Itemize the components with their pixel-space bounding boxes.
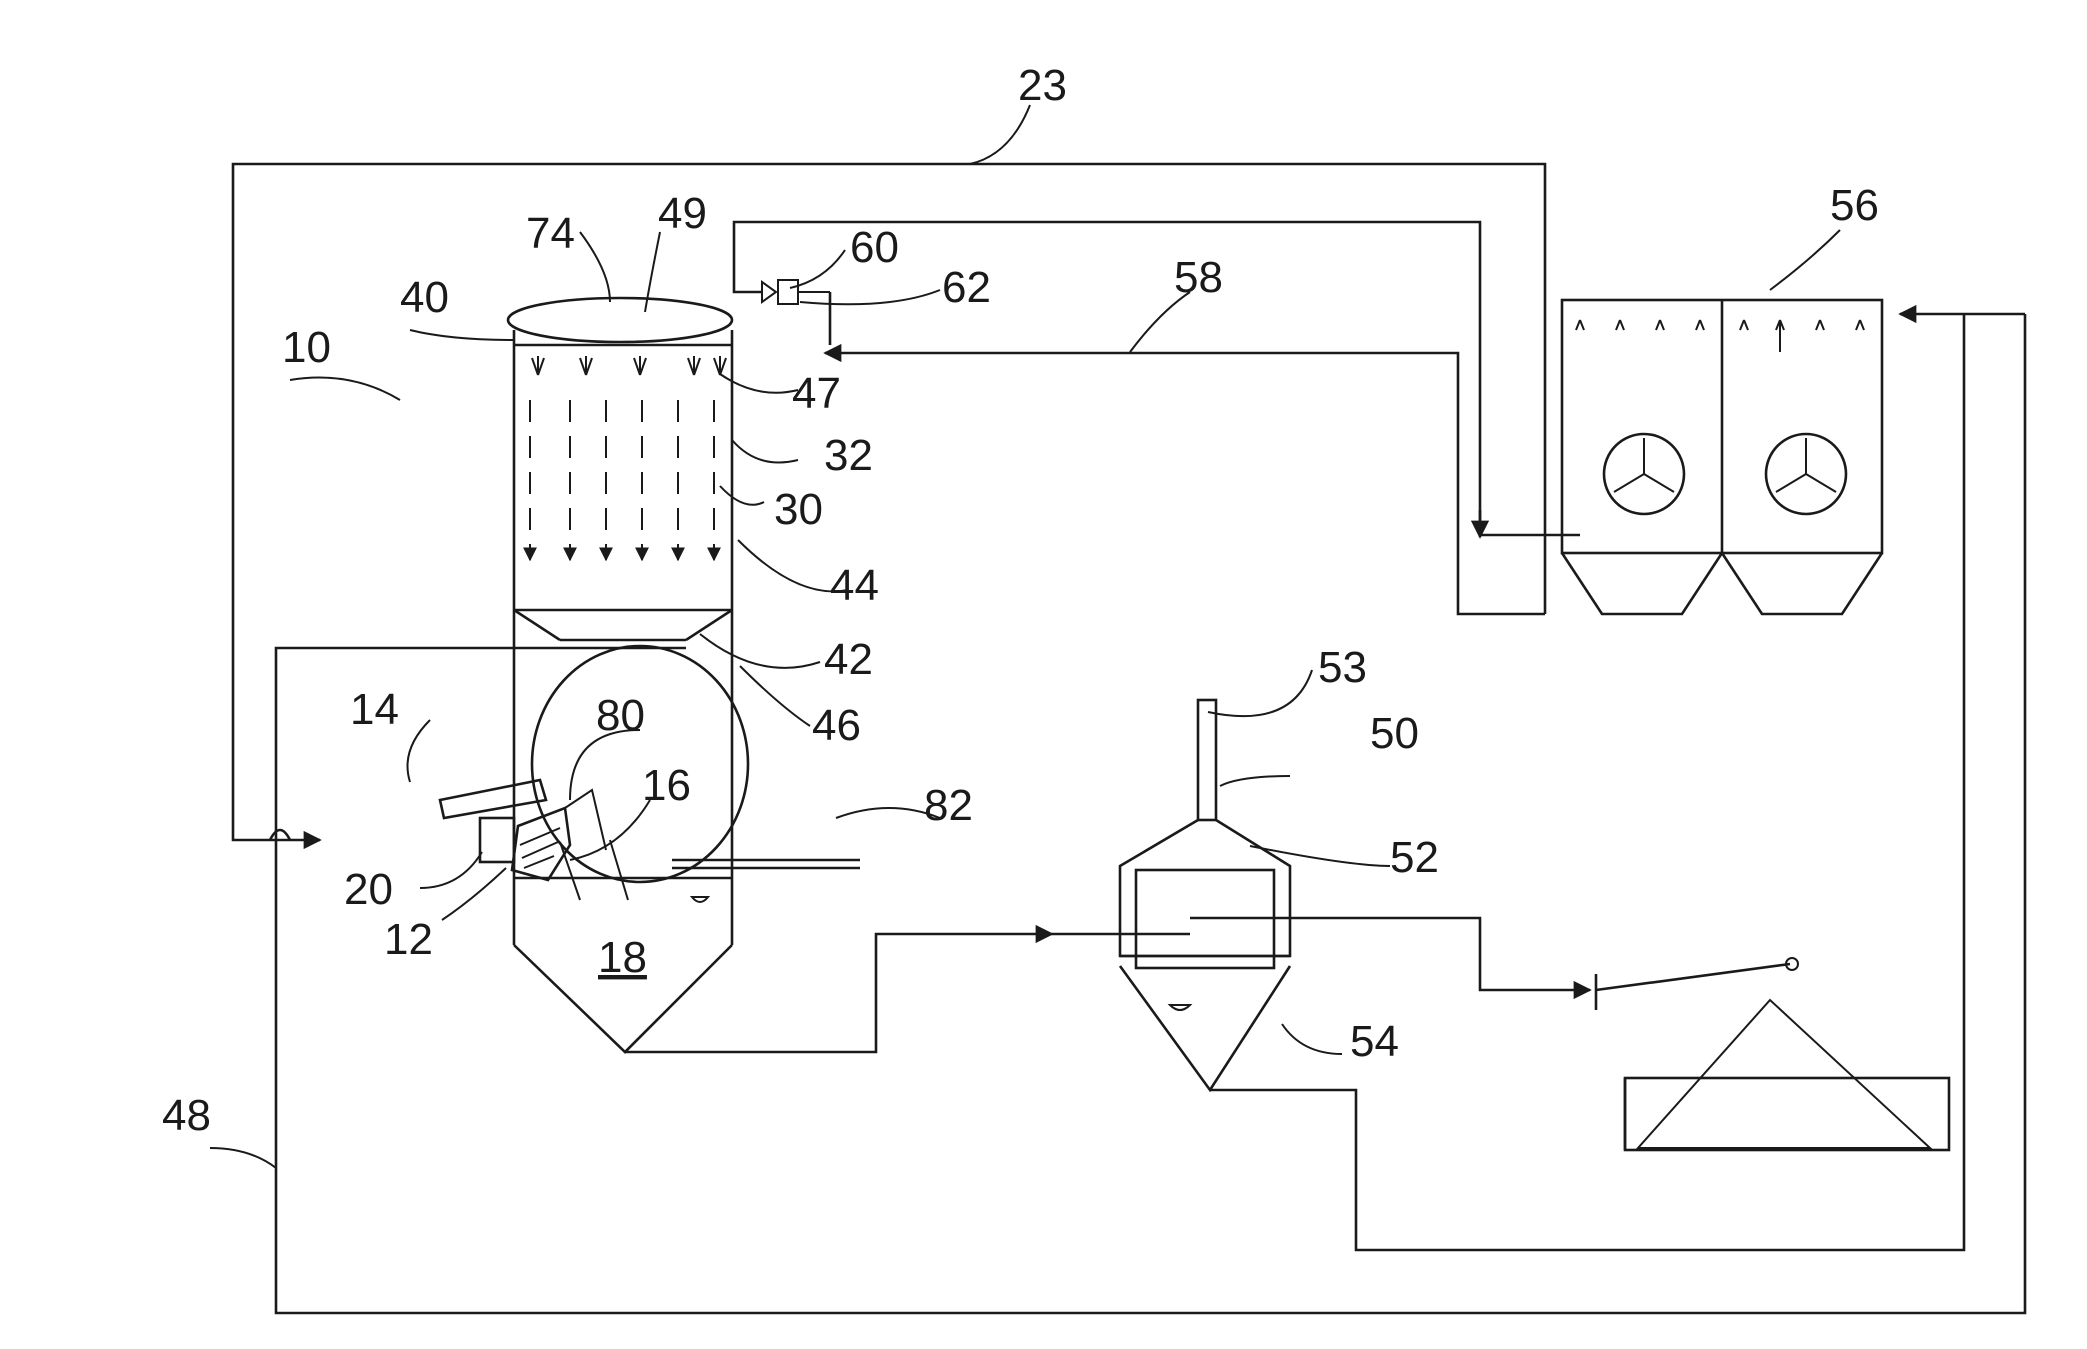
label-40: 40	[400, 273, 449, 322]
label-58: 58	[1174, 253, 1223, 302]
label-50: 50	[1370, 709, 1419, 758]
separator-50	[1120, 700, 1290, 1090]
label-48: 48	[162, 1091, 211, 1140]
label-18: 18	[598, 933, 647, 982]
filter-units-56	[1562, 300, 1882, 614]
label-62: 62	[942, 263, 991, 312]
label-30: 30	[774, 485, 823, 534]
separator-bottom-return	[1210, 314, 1964, 1250]
spray-nozzles-47	[532, 356, 726, 375]
conveyor-pile	[1596, 958, 1949, 1150]
downward-flow-arrows	[530, 400, 714, 560]
label-56: 56	[1830, 181, 1879, 230]
label-12: 12	[384, 915, 433, 964]
label-16: 16	[642, 761, 691, 810]
label-20: 20	[344, 865, 393, 914]
label-80: 80	[596, 691, 645, 740]
burner-detail-circle	[440, 646, 748, 902]
line-48-crossover	[270, 830, 290, 840]
line-58	[825, 353, 1545, 614]
label-46: 46	[812, 701, 861, 750]
label-82: 82	[924, 781, 973, 830]
label-49: 49	[658, 189, 707, 238]
label-52: 52	[1390, 833, 1439, 882]
label-47: 47	[792, 369, 841, 418]
line-48	[276, 314, 2025, 1313]
line-82	[672, 860, 860, 868]
label-74: 74	[526, 209, 575, 258]
label-23: 23	[1018, 61, 1067, 110]
label-54: 54	[1350, 1017, 1399, 1066]
valve-60	[762, 280, 830, 345]
label-53: 53	[1318, 643, 1367, 692]
label-44: 44	[830, 561, 879, 610]
label-14: 14	[350, 685, 399, 734]
label-32: 32	[824, 431, 873, 480]
tower-to-separator	[625, 934, 1052, 1052]
separator-outlet	[1190, 918, 1590, 990]
label-60: 60	[850, 223, 899, 272]
label-42: 42	[824, 635, 873, 684]
label-10: 10	[282, 323, 331, 372]
valve-supply-line	[734, 222, 1480, 535]
